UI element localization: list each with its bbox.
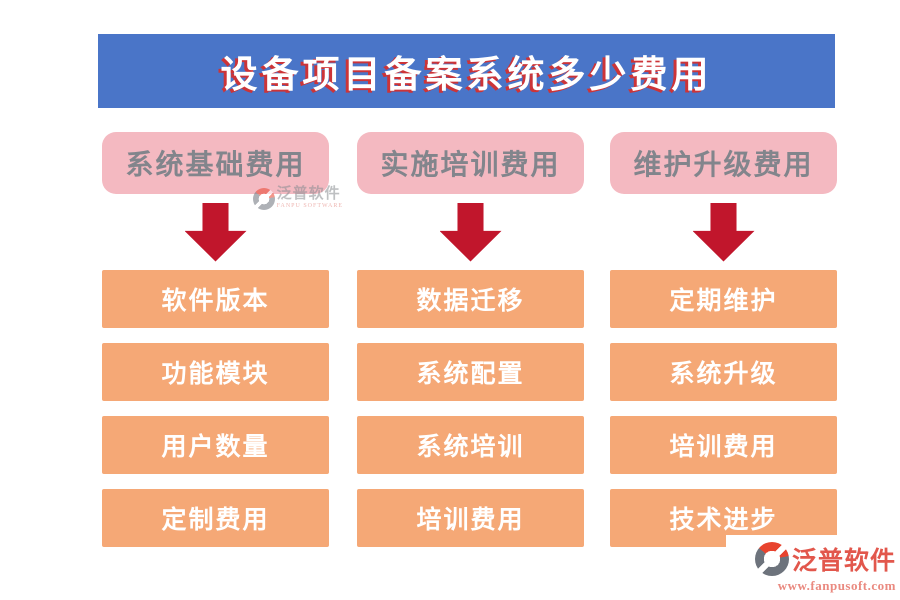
item-label: 系统培训: [416, 434, 525, 461]
item-box: 用户数量: [102, 416, 329, 474]
fanpu-watermark: 泛普软件 www.fanpusoft.com: [726, 535, 900, 598]
watermark-brand: 泛普软件: [791, 548, 896, 575]
item-box: 系统升级: [610, 343, 837, 401]
item-label: 定制费用: [161, 507, 270, 534]
item-label: 软件版本: [161, 288, 270, 315]
item-label: 技术进步: [669, 507, 778, 534]
item-box: 功能模块: [102, 343, 329, 401]
arrow-area: [357, 194, 584, 270]
category-box-system-base: 系统基础费用 泛普软件 FANPU SOFTWARE: [102, 132, 342, 210]
category-label: 系统基础费用: [125, 150, 306, 181]
column-system-base-fees: 系统基础费用 泛普软件 FANPU SOFTWARE 软件版本 功能模块 用户数…: [102, 132, 342, 562]
arrow-area: [102, 194, 329, 270]
category-box-maintenance-upgrade: 维护升级费用: [610, 132, 837, 194]
page-title: 设备项目备案系统多少费用: [220, 55, 713, 96]
item-label: 功能模块: [161, 361, 270, 388]
column-maintenance-upgrade-fees: 维护升级费用 定期维护 系统升级 培训费用 技术进步: [610, 132, 837, 562]
category-box-implementation-training: 实施培训费用: [357, 132, 584, 194]
item-box: 培训费用: [610, 416, 837, 474]
arrow-area: [610, 194, 837, 270]
item-box: 定制费用: [102, 489, 329, 547]
item-box: 软件版本: [102, 270, 329, 328]
title-banner: 设备项目备案系统多少费用: [98, 34, 835, 108]
item-label: 培训费用: [669, 434, 778, 461]
down-arrow-icon: [184, 202, 247, 262]
item-box: 系统配置: [357, 343, 584, 401]
item-box: 定期维护: [610, 270, 837, 328]
item-label: 用户数量: [161, 434, 270, 461]
category-label: 实施培训费用: [380, 150, 561, 181]
item-label: 数据迁移: [416, 288, 525, 315]
item-label: 系统配置: [416, 361, 525, 388]
item-label: 定期维护: [669, 288, 778, 315]
fanpu-watermark-row: 泛普软件: [754, 541, 896, 577]
item-box: 培训费用: [357, 489, 584, 547]
item-box: 数据迁移: [357, 270, 584, 328]
column-implementation-training-fees: 实施培训费用 数据迁移 系统配置 系统培训 培训费用: [357, 132, 584, 562]
category-label: 维护升级费用: [633, 150, 814, 181]
down-arrow-icon: [439, 202, 502, 262]
down-arrow-icon: [692, 202, 755, 262]
item-label: 培训费用: [416, 507, 525, 534]
item-box: 系统培训: [357, 416, 584, 474]
item-label: 系统升级: [669, 361, 778, 388]
fanpu-logo-icon: [754, 542, 789, 576]
watermark-url: www.fanpusoft.com: [777, 578, 896, 593]
